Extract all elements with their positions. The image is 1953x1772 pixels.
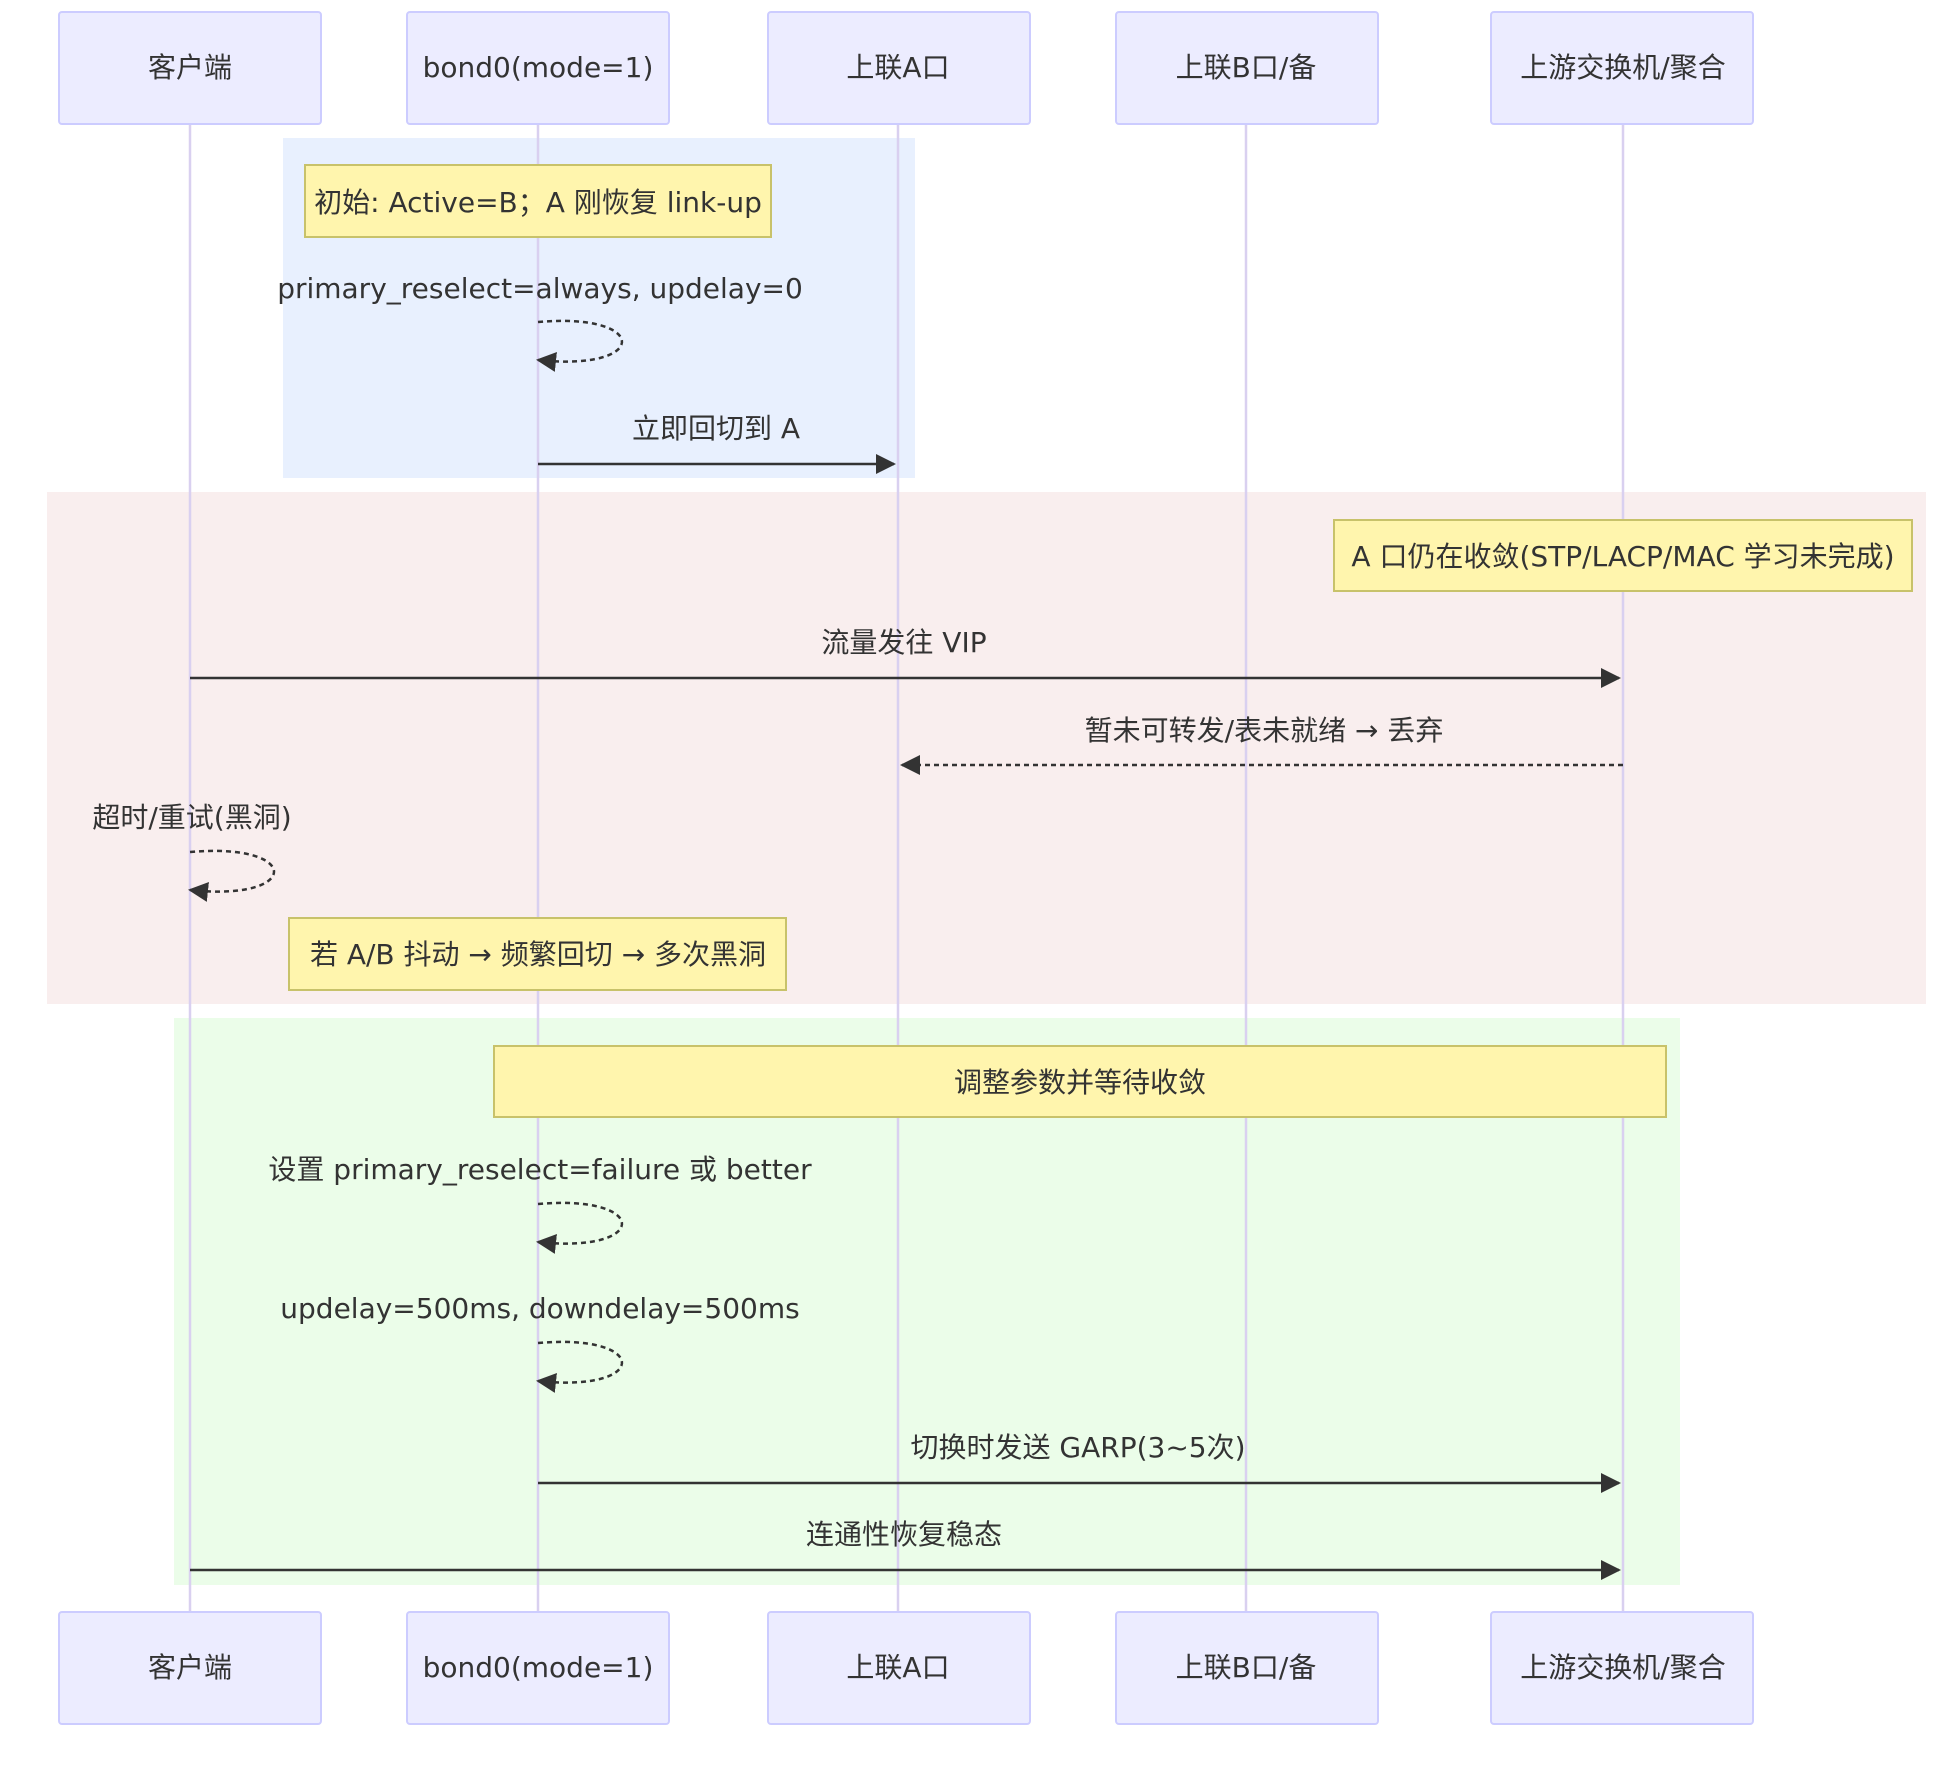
message-label: 切换时发送 GARP(3~5次) (910, 1431, 1245, 1464)
participant-label: 上联B口/备 (1176, 1651, 1317, 1684)
participant-label: 上联A口 (846, 51, 949, 84)
participant-upB: 上联B口/备 (1115, 11, 1379, 125)
message-label: 超时/重试(黑洞) (92, 801, 291, 834)
message-reselect-always: primary_reselect=always, updelay=0 (277, 272, 803, 372)
participant-client: 客户端 (58, 11, 322, 125)
participant-label: 上游交换机/聚合 (1520, 51, 1725, 84)
message-garp: 切换时发送 GARP(3~5次) (538, 1431, 1621, 1493)
participant-label: bond0(mode=1) (423, 51, 654, 84)
participants-bottom: 客户端 bond0(mode=1) 上联A口 上联B口/备 上游交换机/聚合 (58, 1611, 1754, 1725)
message-label: 暂未可转发/表未就绪 → 丢弃 (1085, 714, 1444, 747)
message-traffic-vip: 流量发往 VIP (190, 626, 1621, 688)
participant-bond: bond0(mode=1) (406, 11, 670, 125)
note-text: A 口仍在收敛(STP/LACP/MAC 学习未完成) (1351, 540, 1894, 573)
message-set-reselect: 设置 primary_reselect=failure 或 better (268, 1153, 812, 1254)
message-switch-back: 立即回切到 A (538, 412, 896, 474)
participant-label: 上游交换机/聚合 (1520, 1651, 1725, 1684)
message-delays: updelay=500ms, downdelay=500ms (280, 1292, 800, 1393)
participant-client: 客户端 (58, 1611, 322, 1725)
participant-upA: 上联A口 (767, 1611, 1031, 1725)
message-timeout: 超时/重试(黑洞) (92, 801, 292, 902)
note-flap: 若 A/B 抖动 → 频繁回切 → 多次黑洞 (288, 917, 787, 991)
note-converging: A 口仍在收敛(STP/LACP/MAC 学习未完成) (1333, 519, 1913, 592)
note-adjust: 调整参数并等待收敛 (493, 1045, 1667, 1118)
participant-label: 上联B口/备 (1176, 51, 1317, 84)
lifelines (188, 124, 1625, 1612)
participant-bond: bond0(mode=1) (406, 1611, 670, 1725)
participant-label: 上联A口 (846, 1651, 949, 1684)
message-stable: 连通性恢复稳态 (190, 1518, 1621, 1580)
self-loop-arrow (536, 1340, 623, 1393)
participant-sw: 上游交换机/聚合 (1490, 1611, 1754, 1725)
note-initial: 初始: Active=B；A 刚恢复 link-up (304, 164, 772, 238)
note-text: 初始: Active=B；A 刚恢复 link-up (314, 186, 762, 219)
participant-label: 客户端 (148, 1651, 232, 1684)
message-drop: 暂未可转发/表未就绪 → 丢弃 (900, 714, 1623, 775)
note-text: 若 A/B 抖动 → 频繁回切 → 多次黑洞 (310, 938, 766, 971)
message-label: 流量发往 VIP (821, 626, 986, 659)
participant-sw: 上游交换机/聚合 (1490, 11, 1754, 125)
message-label: 连通性恢复稳态 (806, 1518, 1002, 1551)
self-loop-arrow (536, 1201, 623, 1254)
message-label: 设置 primary_reselect=failure 或 better (268, 1153, 812, 1186)
self-loop-arrow (188, 849, 275, 902)
participants-top: 客户端 bond0(mode=1) 上联A口 上联B口/备 上游交换机/聚合 (58, 11, 1754, 125)
participant-label: 客户端 (148, 51, 232, 84)
message-label: updelay=500ms, downdelay=500ms (280, 1292, 799, 1325)
message-label: 立即回切到 A (632, 412, 800, 445)
message-label: primary_reselect=always, updelay=0 (277, 272, 803, 305)
participant-upB: 上联B口/备 (1115, 1611, 1379, 1725)
participant-upA: 上联A口 (767, 11, 1031, 125)
self-loop-arrow (536, 319, 623, 372)
participant-label: bond0(mode=1) (423, 1651, 654, 1684)
note-text: 调整参数并等待收敛 (954, 1066, 1206, 1099)
